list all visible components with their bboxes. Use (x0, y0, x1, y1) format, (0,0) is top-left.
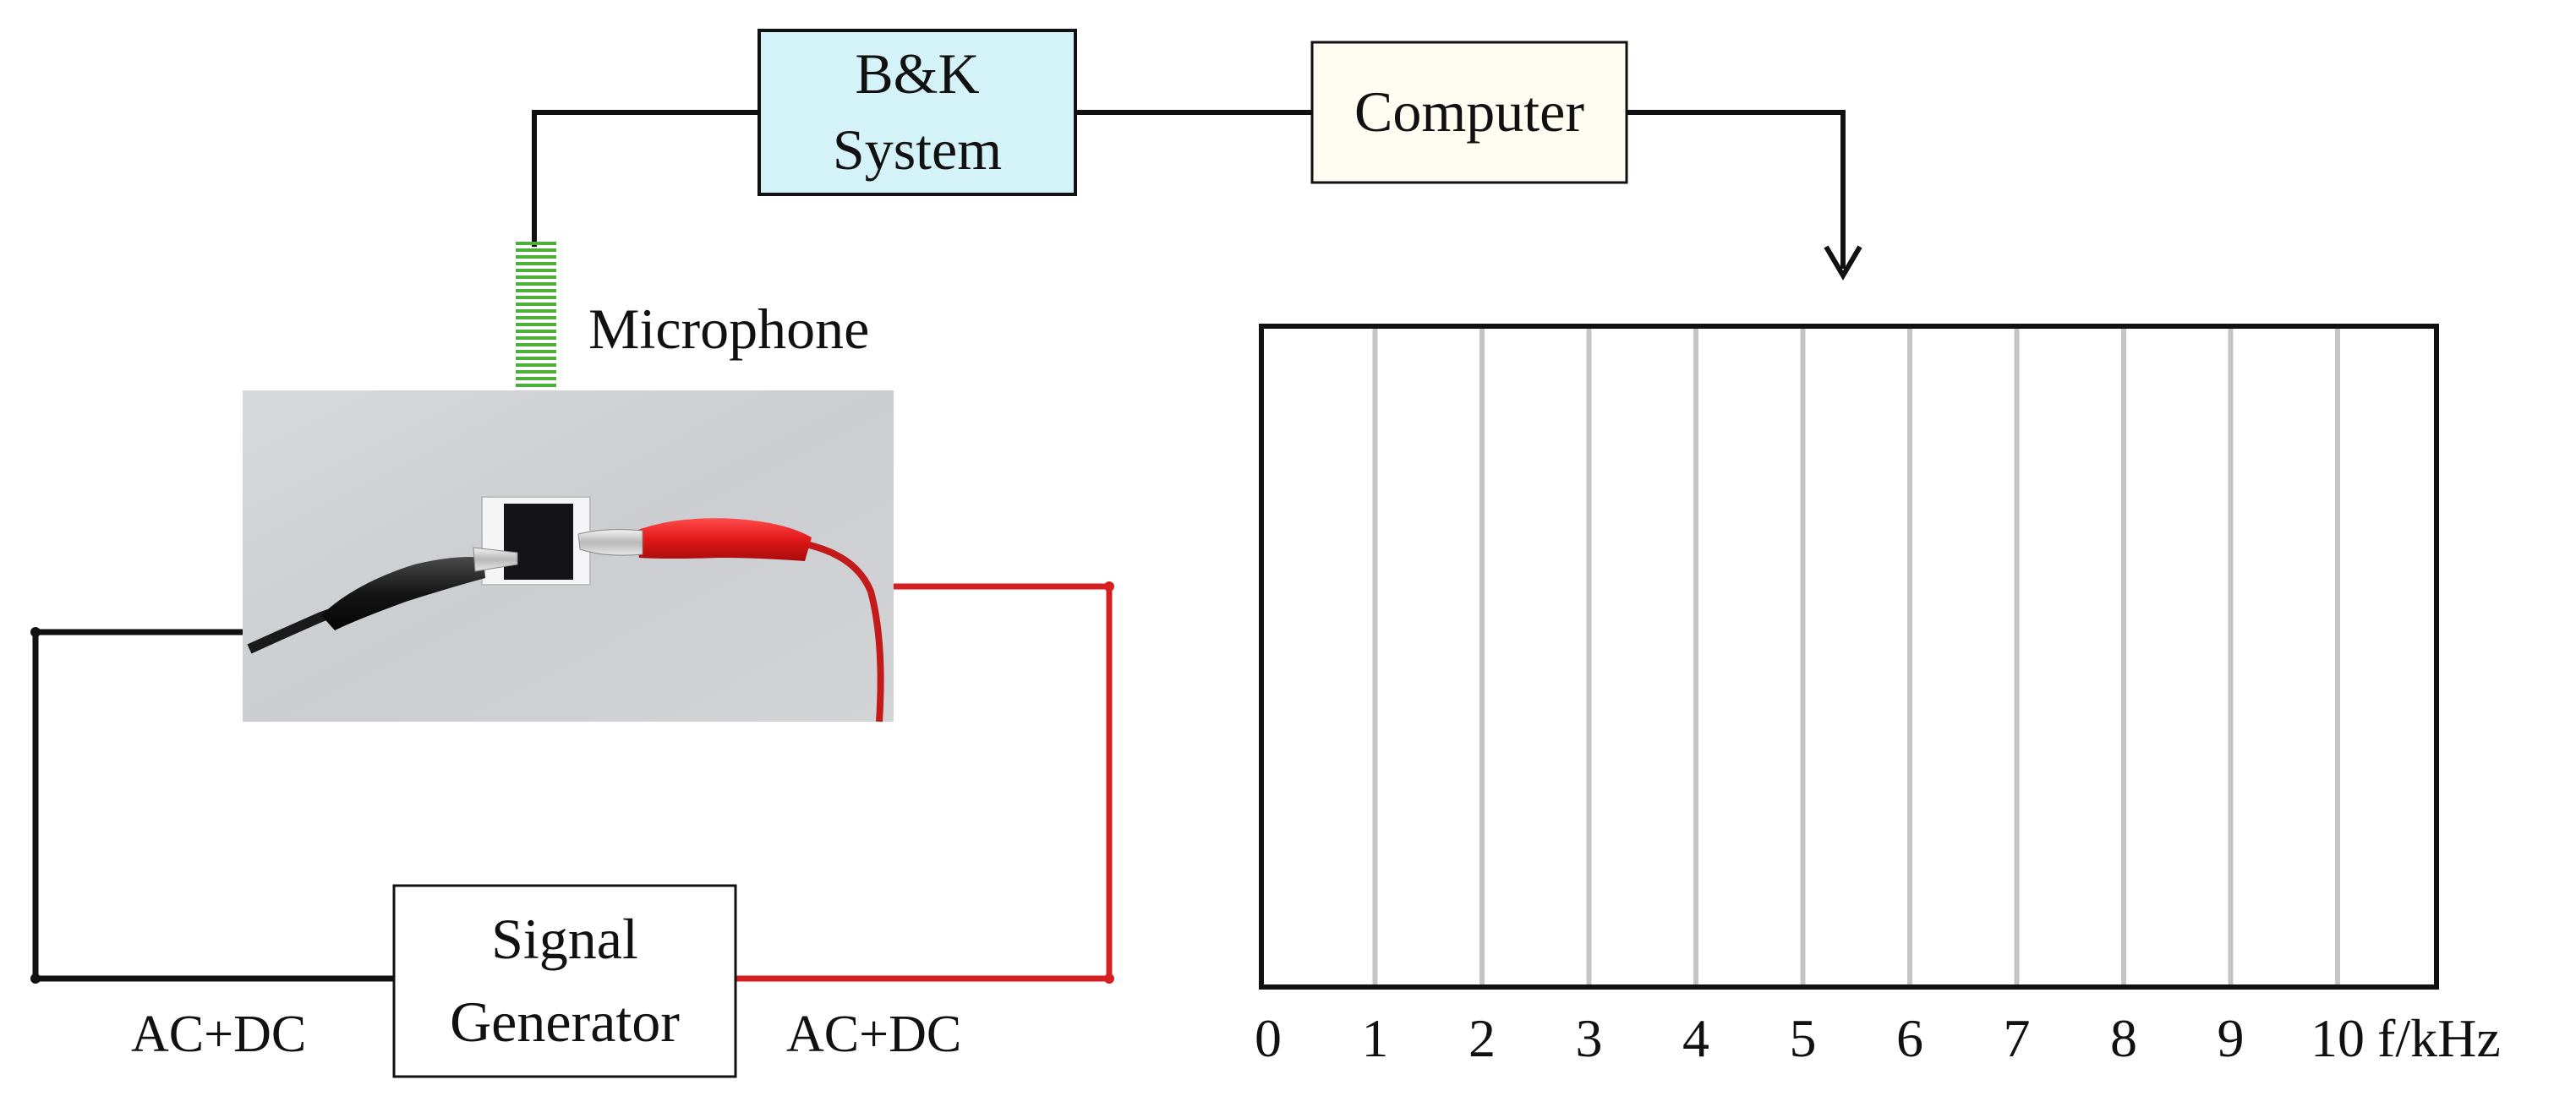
tick-label-8: 8 (2110, 1008, 2137, 1068)
wire-red-to-generator (736, 583, 1113, 982)
microphone-stripe (516, 370, 556, 374)
microphone-stripe (516, 350, 556, 353)
microphone-stripe (516, 363, 556, 367)
microphone-stripe (516, 309, 556, 313)
black-clip (321, 557, 485, 630)
red-clip (636, 518, 812, 561)
red-clip-tip (577, 529, 643, 556)
microphone-stripe (516, 336, 556, 340)
tick-label-0: 0 (1255, 1008, 1282, 1068)
microphone-stripe (516, 377, 556, 380)
spectrum-frame (1259, 324, 2439, 990)
microphone-label: Microphone (588, 297, 869, 361)
tick-label-2: 2 (1468, 1008, 1496, 1068)
left-source-label: AC+DC (131, 1006, 306, 1063)
microphone-stripe (516, 248, 556, 252)
microphone-stripe (516, 269, 556, 272)
tick-label-10: 10 (2311, 1008, 2365, 1068)
microphone-stripe (516, 316, 556, 319)
wire-junction (30, 973, 41, 984)
microphone-stripe (516, 303, 556, 306)
right-source-label: AC+DC (786, 1006, 961, 1063)
tick-label-6: 6 (1896, 1008, 1923, 1068)
microphone-stripe (516, 330, 556, 333)
tick-label-3: 3 (1576, 1008, 1603, 1068)
tick-label-5: 5 (1790, 1008, 1817, 1068)
wire-black-to-generator (32, 629, 394, 982)
tick-label-7: 7 (2004, 1008, 2031, 1068)
microphone-stripe (516, 262, 556, 265)
bk-system-block (757, 29, 1077, 196)
tick-label-4: 4 (1682, 1008, 1709, 1068)
sample-film (504, 504, 573, 580)
wire-computer-to-chart (1627, 110, 1846, 269)
wire-junction (30, 627, 41, 637)
tick-label-1: 1 (1362, 1008, 1389, 1068)
microphone-stripe (516, 296, 556, 299)
computer-block (1310, 41, 1628, 184)
tick-label-9: 9 (2218, 1008, 2245, 1068)
microphone-stripe (516, 323, 556, 326)
black-clip-tip (473, 547, 518, 572)
microphone-stripe (516, 357, 556, 360)
microphone-stripe (516, 343, 556, 346)
microphone-stripe (516, 275, 556, 279)
device-photo (243, 390, 894, 723)
wire-junction (1104, 973, 1114, 984)
microphone-stripe (516, 289, 556, 292)
microphone-stripe (516, 242, 556, 245)
bk-system-label-line2: System (833, 117, 1002, 182)
signal-generator-label-line2: Generator (450, 990, 680, 1054)
frequency-axis: 0 1 2 3 4 5 6 7 8 9 10 (1255, 1008, 2365, 1068)
wire-junction (1104, 581, 1114, 592)
computer-label: Computer (1354, 79, 1584, 144)
microphone-stripe (516, 282, 556, 286)
signal-generator-label-line1: Signal (491, 907, 638, 971)
microphone-stripe (516, 384, 556, 387)
bk-system-label-line1: B&K (855, 41, 979, 106)
microphone-stripe (516, 255, 556, 259)
red-cable (785, 537, 884, 723)
wire-mic-to-bk (532, 110, 759, 247)
spectrum-grid (1372, 329, 2340, 984)
arrow-head-icon (1824, 245, 1862, 281)
frequency-axis-label: f/kHz (2377, 1008, 2501, 1068)
signal-generator-block (392, 884, 737, 1078)
